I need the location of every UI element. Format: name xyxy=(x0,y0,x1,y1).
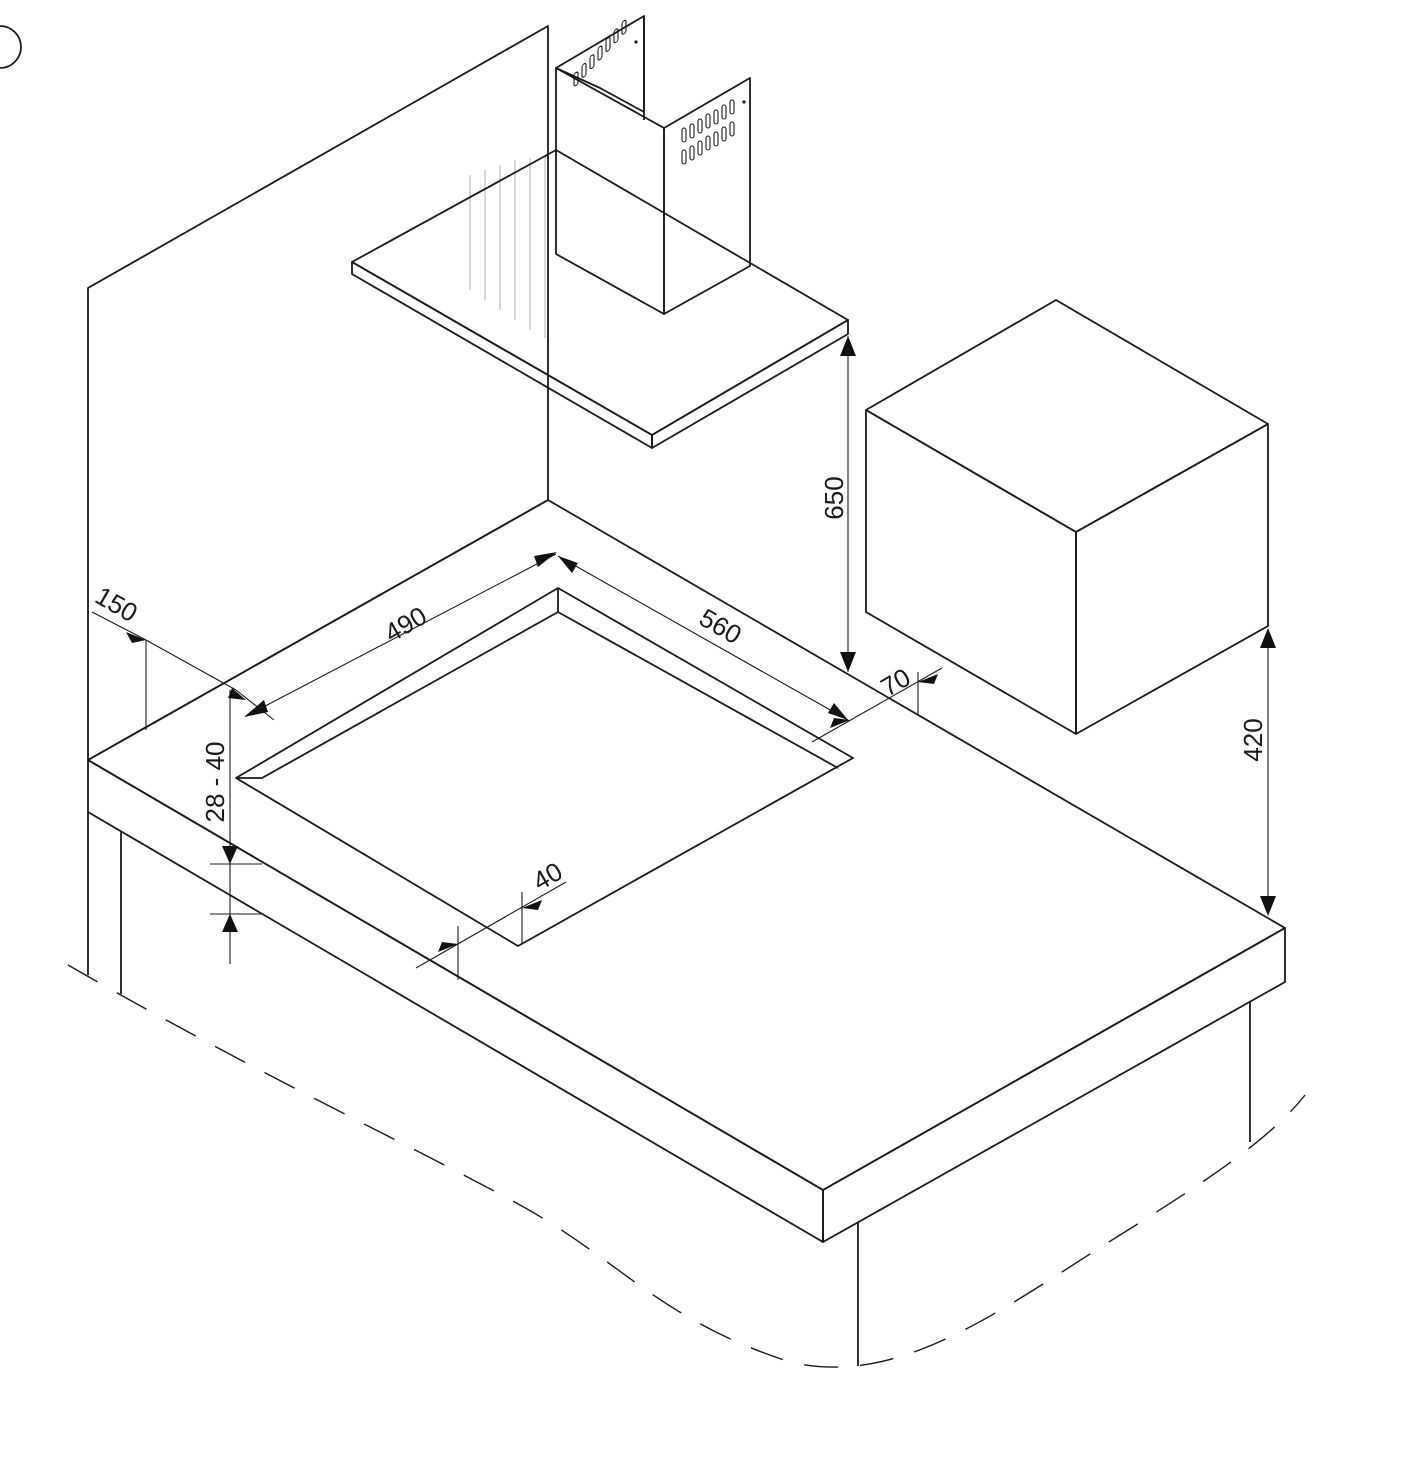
chimney-vents-back xyxy=(573,19,627,87)
wall-cabinet-top xyxy=(865,299,1269,533)
dim-420-label: 420 xyxy=(1238,718,1268,761)
dim-560-arrow-left xyxy=(558,556,578,573)
dim-150-line xyxy=(145,639,237,691)
dim-490-arrow-left xyxy=(244,700,268,717)
worktop-top-surface xyxy=(87,499,1286,1191)
hood-hatch-lines xyxy=(469,155,546,338)
hood-canopy-side xyxy=(651,319,849,449)
dim-490-label: 490 xyxy=(379,600,432,648)
dim-40-arrow-left xyxy=(438,942,458,952)
dim-150-arrow xyxy=(126,632,146,643)
dim-490-line xyxy=(245,553,557,717)
dim-420-arrow-bottom xyxy=(1260,896,1276,916)
dim-150-arrow-end xyxy=(228,688,246,700)
dim-490-arrow-right xyxy=(534,552,557,567)
hob-cutout-bevel xyxy=(236,611,839,779)
hob-cutout xyxy=(235,587,854,947)
chimney-front-left xyxy=(555,67,665,315)
dim-560-label: 560 xyxy=(694,602,747,650)
dim-650-arrow-top xyxy=(840,336,856,356)
chimney-front-right xyxy=(663,77,751,315)
hood-canopy-front xyxy=(351,261,653,449)
worktop-side-edge xyxy=(822,927,1286,1243)
dim-150-label: 150 xyxy=(90,580,143,628)
figure-badge-circle xyxy=(0,25,22,69)
dim-40-arrow-right xyxy=(522,900,542,910)
worktop-front-edge xyxy=(87,759,824,1243)
dim-40-line xyxy=(415,881,567,969)
floor-dashed-outline xyxy=(67,964,1306,1368)
hood-canopy-top xyxy=(351,149,849,436)
dim-560-arrow-right xyxy=(828,703,848,720)
dim-650-label: 650 xyxy=(819,476,849,519)
chimney-vents-front xyxy=(634,40,746,165)
dim-560-line xyxy=(557,555,849,721)
dim-thickness-arrow-top xyxy=(222,846,238,864)
chimney-back-plate xyxy=(555,15,645,113)
dim-650-arrow-bottom xyxy=(840,652,856,672)
dim-420-arrow-top xyxy=(1260,628,1276,648)
dim-thickness-arrow-bottom xyxy=(222,914,238,932)
dim-thickness-label: 28 - 40 xyxy=(200,742,230,823)
dim-70-label: 70 xyxy=(875,662,915,702)
wall-cabinet-side xyxy=(1075,423,1269,735)
dim-40-label: 40 xyxy=(527,856,567,896)
dim-70-arrow-left xyxy=(830,718,850,728)
dim-70-arrow-right xyxy=(918,674,938,684)
dim-490-ext-left xyxy=(235,689,275,721)
back-wall xyxy=(87,25,549,761)
dim-70-line xyxy=(811,667,943,743)
dim-150-leader xyxy=(91,611,147,641)
